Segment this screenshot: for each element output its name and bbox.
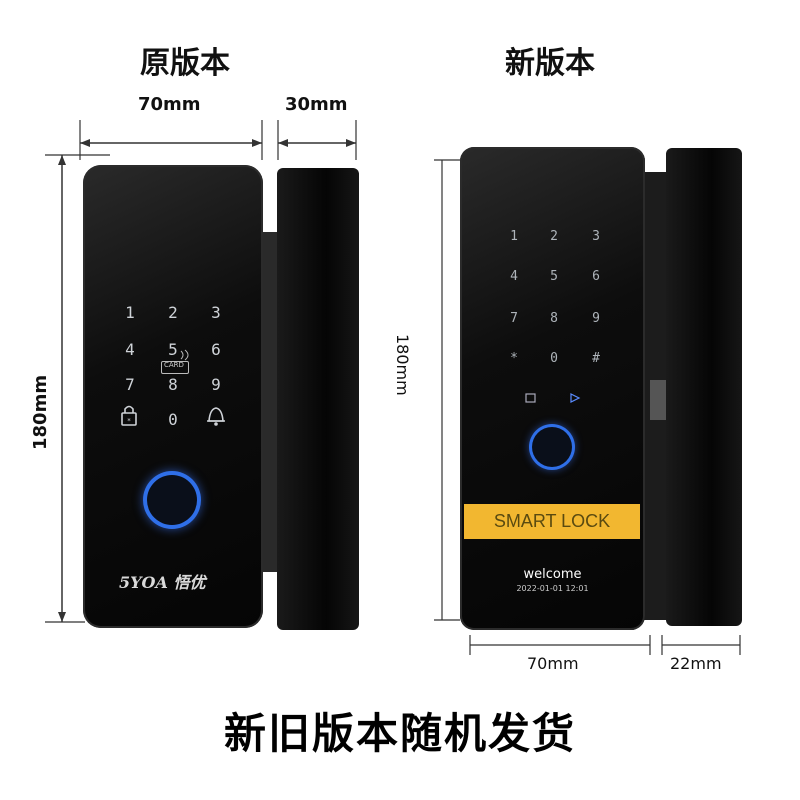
footer-caption: 新旧版本随机发货 [223,709,576,758]
smart-lock-label: SMART LOCK [493,511,611,531]
new-depth-label: 22mm [670,654,722,673]
new-key-1[interactable]: 1 [510,229,518,244]
new-dimension-lines [434,159,741,655]
new-key-4[interactable]: 4 [510,269,518,284]
new-latch [650,380,666,420]
new-key-6[interactable]: 6 [592,269,600,284]
old-key-5[interactable]: 5 [168,340,178,359]
old-key-7[interactable]: 7 [125,375,135,394]
old-key-9[interactable]: 9 [211,375,221,394]
brand-logo: 5YOA 悟优 [119,573,206,592]
old-dimension-lines [45,120,357,623]
old-key-1[interactable]: 1 [125,303,135,322]
fingerprint-icon[interactable] [147,475,197,525]
old-key-3[interactable]: 3 [211,303,221,322]
old-side-unit [277,168,359,630]
new-height-label: 180mm [393,334,412,396]
new-side-unit [666,148,742,626]
new-lock-panel: 1 2 3 4 5 6 7 8 9 * 0 # SMART LOCK welco… [460,147,645,630]
old-key-4[interactable]: 4 [125,340,135,359]
datetime-text: 2022-01-01 12:01 [516,584,589,593]
new-key-star[interactable]: * [510,351,518,366]
arrow-icon[interactable] [568,392,582,404]
nfc-waves-icon [180,349,189,361]
welcome-text: welcome [523,567,582,582]
new-key-hash[interactable]: # [592,351,600,366]
old-width-label: 70mm [138,94,201,115]
door-icon[interactable] [524,392,538,404]
old-lock-panel: 1 2 3 4 5 6 7 8 9 0 CARD * 5YOA 悟优 [83,165,263,628]
lock-icon[interactable]: * [119,403,139,427]
new-key-5[interactable]: 5 [550,269,558,284]
new-key-3[interactable]: 3 [592,229,600,244]
card-label: CARD [164,361,184,369]
new-key-8[interactable]: 8 [550,311,558,326]
old-depth-label: 30mm [285,94,348,115]
old-height-label: 180mm [30,374,51,450]
old-key-6[interactable]: 6 [211,340,221,359]
old-key-8[interactable]: 8 [168,375,178,394]
new-key-2[interactable]: 2 [550,229,558,244]
new-version-title: 新版本 [505,46,595,81]
svg-text:*: * [127,417,131,425]
smart-lock-banner [464,504,640,539]
new-width-label: 70mm [527,654,579,673]
old-version-title: 原版本 [140,46,230,81]
new-fingerprint-icon[interactable] [532,427,572,467]
nfc-card-icon [161,361,189,374]
new-key-9[interactable]: 9 [592,311,600,326]
new-key-7[interactable]: 7 [510,311,518,326]
old-key-0[interactable]: 0 [168,410,178,429]
old-key-2[interactable]: 2 [168,303,178,322]
new-key-0[interactable]: 0 [550,351,558,366]
bell-icon[interactable] [205,403,227,427]
